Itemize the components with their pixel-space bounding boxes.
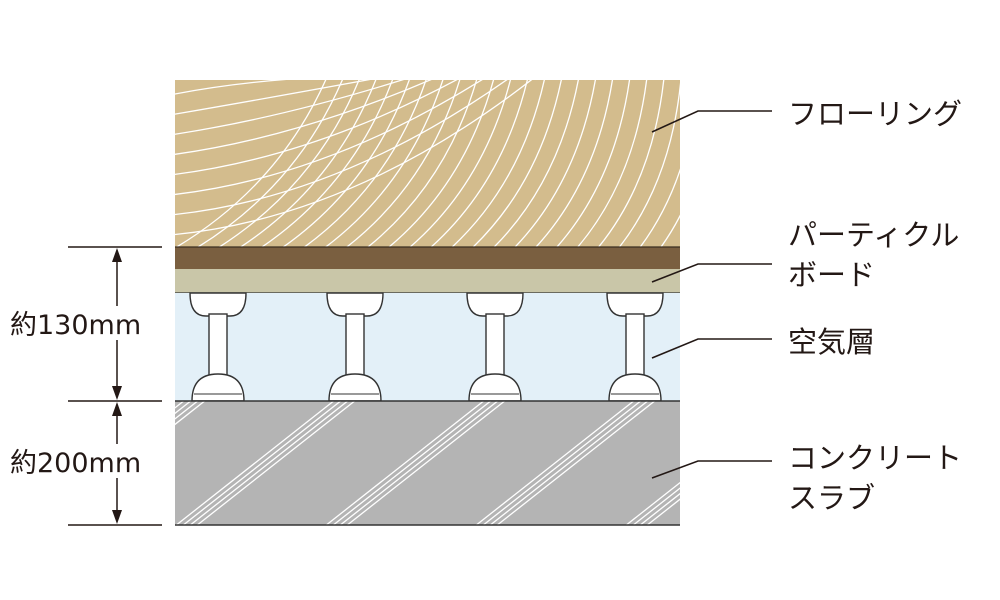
leader-concrete xyxy=(651,460,772,479)
particleboard-light-band xyxy=(175,269,680,293)
air-layer xyxy=(175,292,680,402)
leader-air-layer xyxy=(651,338,772,359)
leader-lines xyxy=(651,110,772,479)
dimension-arrows xyxy=(112,248,122,524)
concrete-slab-layer xyxy=(175,400,680,526)
wood-grain-lines xyxy=(175,80,680,247)
support-bolt xyxy=(466,292,524,402)
arrow-up-icon xyxy=(112,402,122,416)
arrow-down-icon xyxy=(112,386,122,400)
arrow-up-icon xyxy=(112,248,122,262)
label-concrete-line2: スラブ xyxy=(788,481,875,515)
concrete-fill xyxy=(175,401,680,525)
dimension-upper-label: 約130mm xyxy=(10,310,141,341)
label-flooring: フローリング xyxy=(788,97,962,131)
support-bolt xyxy=(189,292,247,402)
air-layer-fill xyxy=(175,293,680,401)
particleboard-dark-band xyxy=(175,247,680,269)
flooring-layer xyxy=(175,80,680,247)
label-air-layer: 空気層 xyxy=(788,325,875,359)
leader-particleboard xyxy=(651,263,772,283)
label-particleboard-line1: パーティクル xyxy=(788,218,959,252)
label-particleboard-line2: ボード xyxy=(788,258,875,292)
concrete-hatch-lines xyxy=(175,401,680,525)
leader-flooring xyxy=(651,110,772,133)
support-bolts xyxy=(189,292,664,402)
particleboard-layer xyxy=(175,246,680,294)
arrow-down-icon xyxy=(112,510,122,524)
label-concrete-line1: コンクリート xyxy=(788,441,962,475)
dimension-lower-label: 約200mm xyxy=(10,448,141,479)
support-bolt xyxy=(326,292,384,402)
support-bolt xyxy=(606,292,664,402)
